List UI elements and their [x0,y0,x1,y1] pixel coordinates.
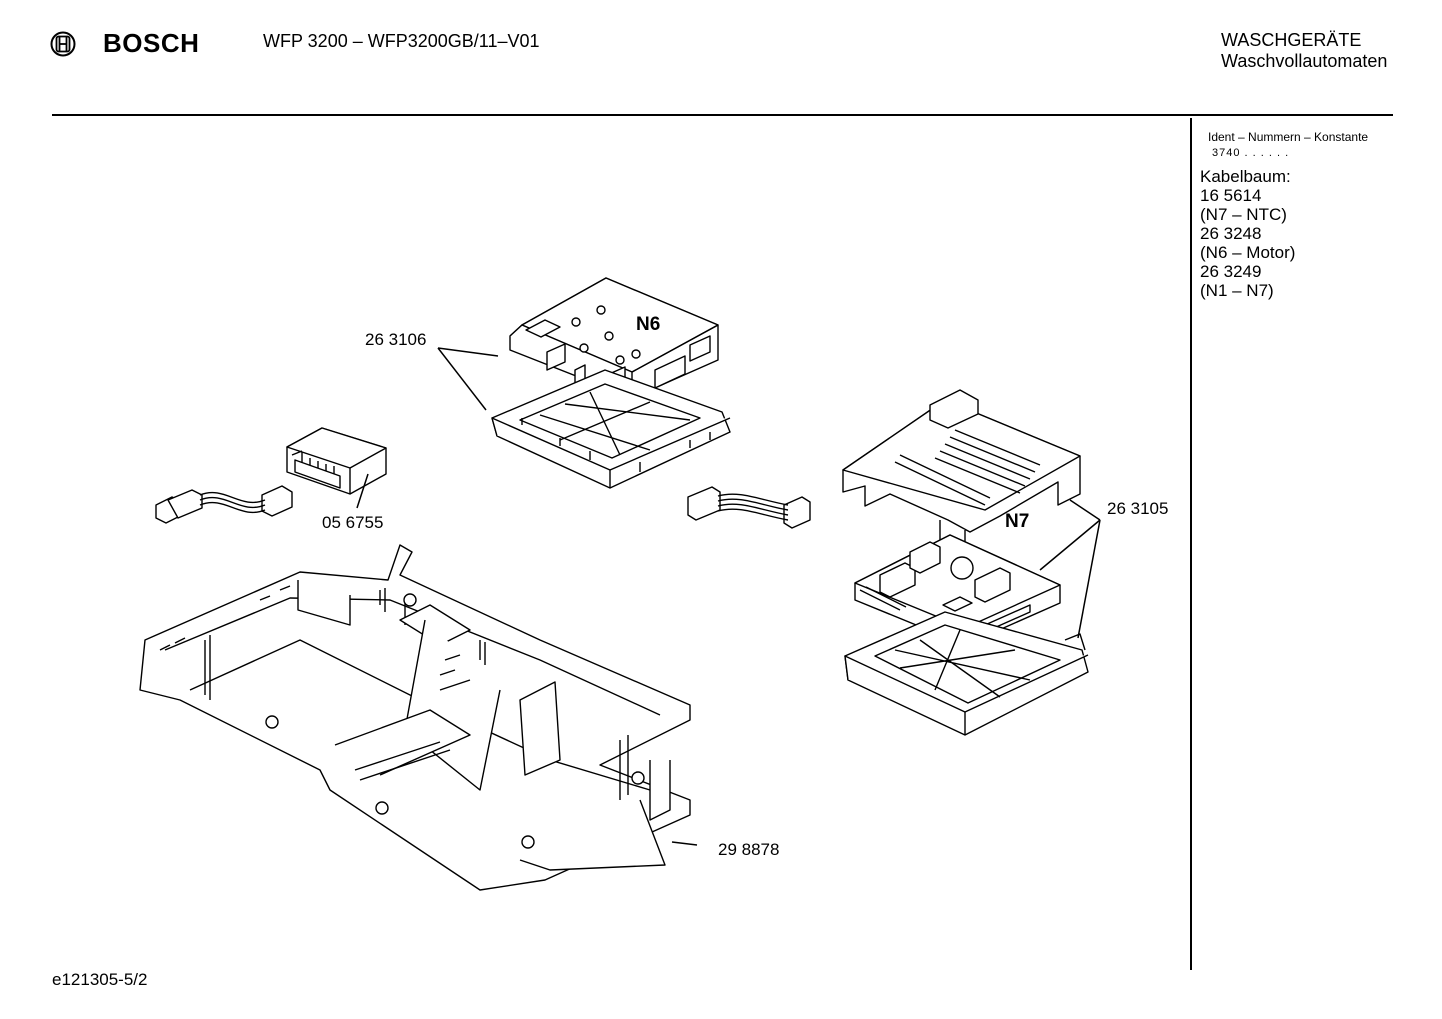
wiring-line: 16 5614 [1200,186,1262,205]
n7-base-tray [844,611,1089,736]
category-line-2: Waschvollautomaten [1221,51,1388,71]
wiring-line: (N7 – NTC) [1200,205,1287,224]
wiring-line: (N6 – Motor) [1200,243,1296,262]
wiring-harness-list: Kabelbaum: 16 5614 (N7 – NTC) 26 3248 (N… [1200,167,1295,300]
n7-module-cover [842,389,1081,556]
wiring-harness-middle [687,486,811,529]
wiring-line: 26 3248 [1200,224,1262,243]
leader-line [356,473,369,509]
wiring-line: Kabelbaum: [1200,167,1291,186]
exploded-view-drawing [139,277,1101,891]
ident-value: 3740 . . . . . . [1212,147,1290,159]
category-line-1: WASCHGERÄTE [1221,30,1362,50]
model-title: WFP 3200 – WFP3200GB/11–V01 [263,31,540,51]
callout-263105: 26 3105 [1107,499,1169,518]
leader-line [1069,499,1101,521]
leader-line [671,841,698,846]
n6-base-tray [491,369,731,489]
bosch-armature-logo-icon [50,31,76,57]
leader-line [437,347,487,411]
module-tag-n6: N6 [636,314,661,335]
header-divider [52,114,1393,116]
document-id: e121305-5/2 [52,970,148,989]
leader-line [437,347,499,357]
n7-circuit-board [854,534,1061,646]
ident-title: Ident – Nummern – Konstante [1208,130,1369,144]
relay-box [286,427,387,495]
chassis-frame [139,544,691,891]
callout-263106: 26 3106 [365,330,427,349]
brand-name: BOSCH [103,28,200,58]
wiring-harness-left [155,485,293,524]
wiring-line: 26 3249 [1200,262,1262,281]
wiring-line: (N1 – N7) [1200,281,1274,300]
callout-298878: 29 8878 [718,840,780,859]
n6-module-lid [509,277,719,399]
leader-line [1039,519,1101,571]
leader-line [1077,519,1101,639]
callout-056755: 05 6755 [322,513,384,532]
side-panel-divider [1190,118,1192,970]
module-tag-n7: N7 [1005,511,1030,532]
